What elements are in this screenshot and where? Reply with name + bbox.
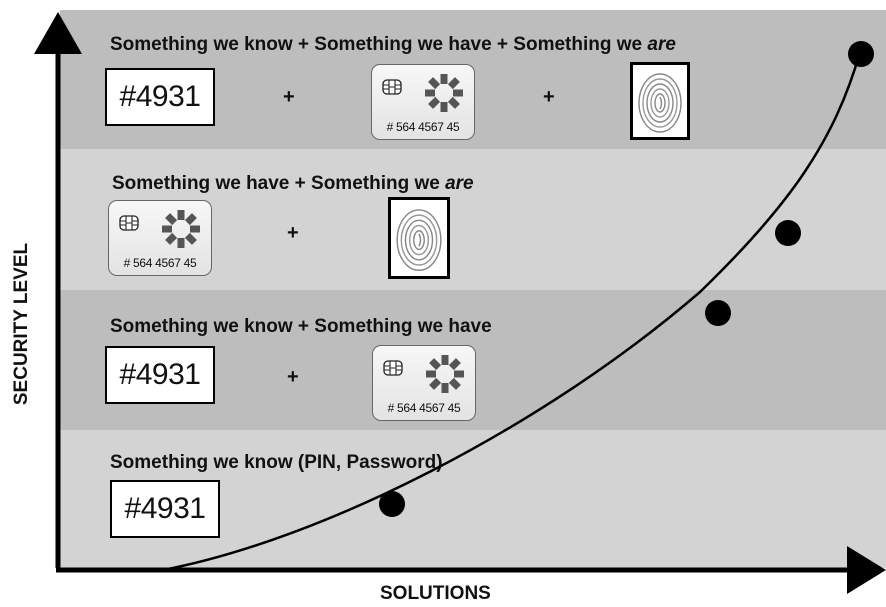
plus-sign: +	[287, 366, 299, 388]
security-curve	[162, 51, 862, 572]
sun-logo-icon	[425, 74, 463, 112]
pin-box: #4931	[105, 68, 215, 126]
plus-sign: +	[287, 222, 299, 244]
x-axis-label: SOLUTIONS	[380, 583, 491, 604]
marker-know	[379, 491, 405, 517]
pin-box: #4931	[105, 346, 215, 404]
marker-have-are	[775, 220, 801, 246]
plus-sign: +	[543, 86, 555, 108]
y-axis-arrow	[34, 12, 82, 54]
chip-icon	[382, 79, 402, 95]
band-1-title: Something we know + Something we have + …	[110, 34, 676, 55]
band-3-title: Something we know + Something we have	[110, 316, 492, 337]
chip-icon	[383, 360, 403, 376]
card-number: # 564 4567 45	[387, 401, 461, 415]
card-number: # 564 4567 45	[123, 256, 197, 270]
y-axis-label: SECURITY LEVEL	[11, 242, 32, 406]
sun-logo-icon	[426, 355, 464, 393]
sun-logo-icon	[162, 210, 200, 248]
fingerprint-icon	[638, 73, 682, 133]
chip-icon	[119, 215, 139, 231]
card-icon: # 564 4567 45	[372, 345, 476, 421]
card-icon: # 564 4567 45	[371, 64, 475, 140]
band-2-title: Something we have + Something we are	[112, 173, 474, 194]
x-axis-arrow	[847, 546, 886, 594]
fingerprint-icon	[396, 209, 442, 271]
card-icon: # 564 4567 45	[108, 200, 212, 276]
band-4-title: Something we know (PIN, Password)	[110, 452, 443, 473]
pin-box: #4931	[110, 480, 220, 538]
card-number: # 564 4567 45	[386, 120, 460, 134]
marker-know-have-are	[848, 41, 874, 67]
marker-know-have	[705, 300, 731, 326]
fingerprint-frame	[630, 62, 690, 140]
fingerprint-frame	[388, 197, 450, 279]
plus-sign: +	[283, 86, 295, 108]
